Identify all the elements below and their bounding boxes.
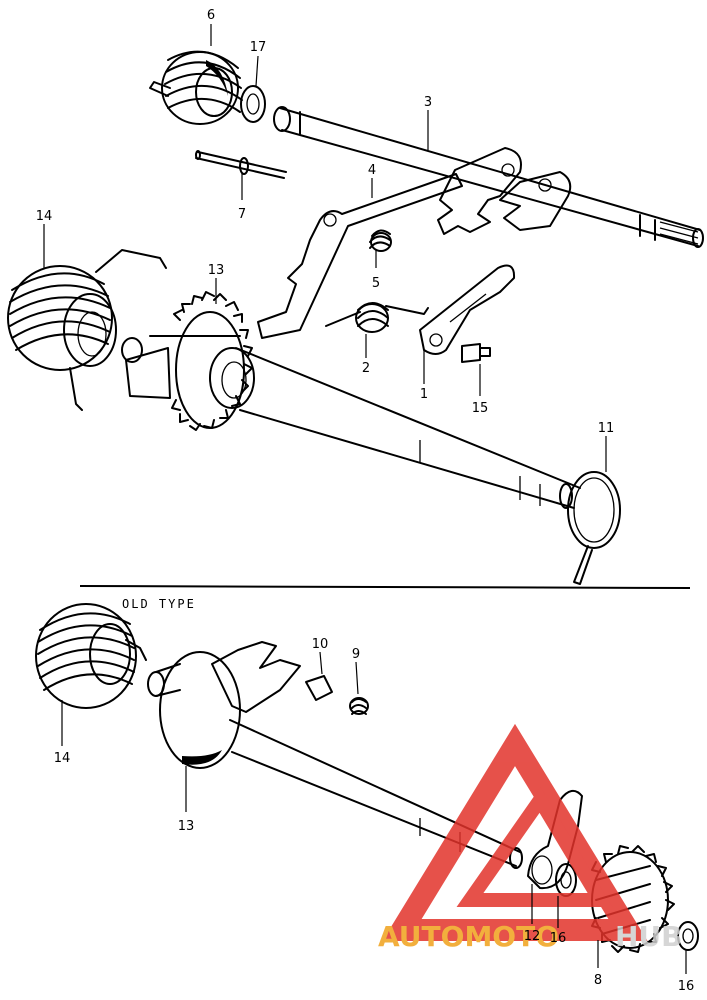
kick-gear-13-upper [121, 291, 581, 509]
section-divider [79, 585, 691, 589]
spring-5 [369, 229, 392, 252]
callout-4: 4 [368, 163, 376, 178]
watermark-text-right: HUB [615, 920, 683, 953]
callout-1: 1 [420, 387, 428, 402]
watermark-logo: AUTOMOTO HUB [378, 723, 683, 953]
callout-16-right: 16 [678, 979, 695, 994]
callout-13-upper: 13 [208, 263, 225, 278]
shaft-3 [273, 106, 704, 248]
callout-6: 6 [207, 8, 215, 23]
watermark-triangle-outer [382, 723, 648, 941]
callout-15: 15 [472, 401, 489, 416]
kick-shaft-13-lower [147, 641, 523, 869]
callout-10: 10 [312, 637, 329, 652]
callout-16-left: 16 [550, 931, 567, 946]
callout-2: 2 [362, 361, 370, 376]
spring-2 [325, 302, 429, 333]
callout-7: 7 [238, 207, 246, 222]
callout-17: 17 [250, 40, 267, 55]
spring-14-upper [7, 249, 167, 411]
snap-ring-11 [567, 471, 621, 585]
callout-5: 5 [372, 276, 380, 291]
spring-9 [349, 697, 369, 715]
callout-12: 12 [524, 929, 541, 944]
section-title-old-type: OLD TYPE [122, 597, 196, 611]
pin-7 [195, 150, 287, 179]
callout-leaders [43, 24, 687, 974]
callout-3: 3 [424, 95, 432, 110]
shift-arm-plate [437, 147, 572, 235]
spring-6 [149, 50, 243, 125]
slider-10 [305, 675, 333, 701]
watermark-text-left: AUTOMOTO [378, 920, 559, 953]
watermark-triangle-inner [456, 787, 613, 907]
callout-8: 8 [594, 973, 602, 988]
callout-9: 9 [352, 647, 360, 662]
spring-14-lower [35, 603, 147, 709]
stopper-plate-1 [419, 264, 516, 355]
washer-16-right [677, 921, 699, 951]
callout-14-lower: 14 [54, 751, 71, 766]
bolt-15 [461, 343, 491, 363]
callout-11: 11 [598, 421, 615, 436]
pawl-arm-4 [257, 173, 463, 339]
washer-17 [240, 85, 266, 123]
callout-14-upper: 14 [36, 209, 53, 224]
callout-13-lower: 13 [178, 819, 195, 834]
